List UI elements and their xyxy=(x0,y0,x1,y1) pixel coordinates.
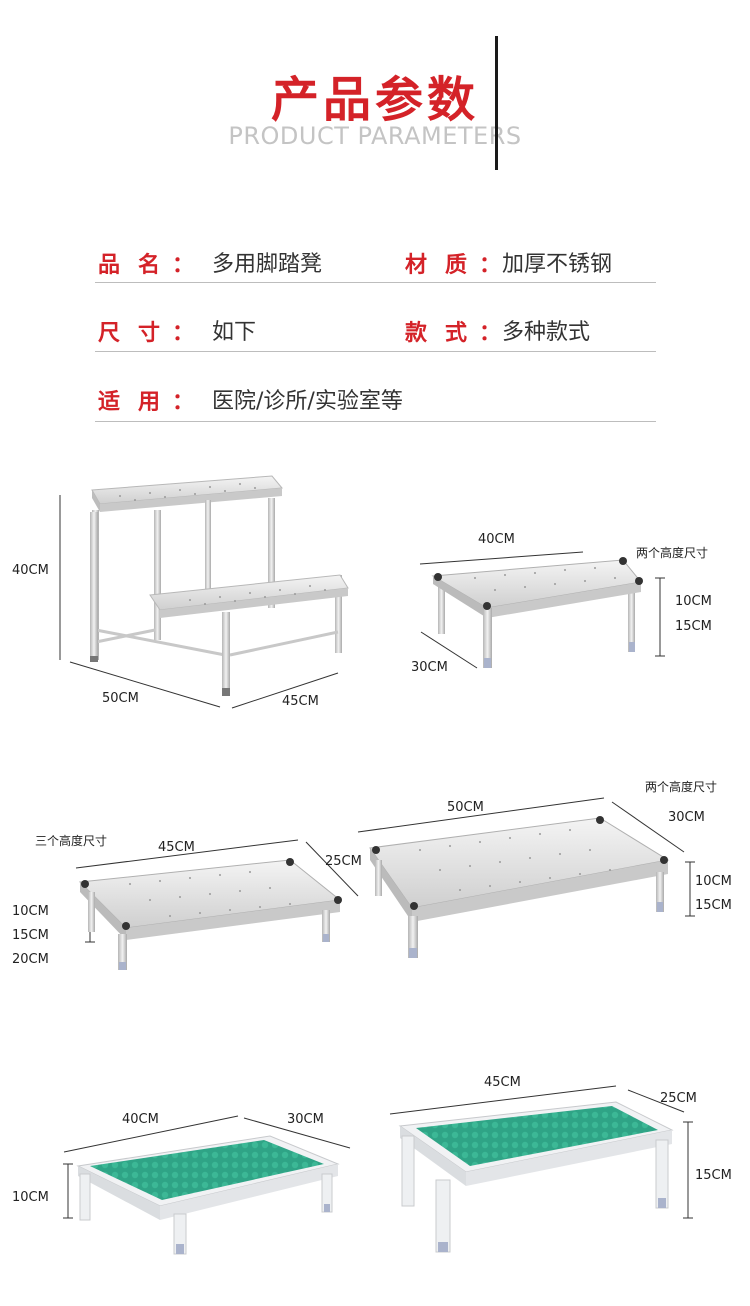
p1-depth-label: 45CM xyxy=(282,694,319,709)
p6-width-label: 45CM xyxy=(484,1075,521,1090)
p4-height-15-label: 15CM xyxy=(695,898,732,913)
p5-depth-label: 30CM xyxy=(287,1112,324,1127)
param-size-label: 尺寸 xyxy=(98,320,179,346)
p3-depth-label: 25CM xyxy=(325,854,362,869)
p4-height-options-note: 两个高度尺寸 xyxy=(645,780,718,794)
param-divider xyxy=(95,421,656,422)
product-green-mat-stool-40x30-image xyxy=(63,1115,351,1255)
p3-height-10-label: 10CM xyxy=(12,904,49,919)
p3-height-options-note: 三个高度尺寸 xyxy=(35,834,108,848)
p4-height-10-label: 10CM xyxy=(695,874,732,889)
param-style-colon: ： xyxy=(479,320,502,346)
param-style-value: 多种款式 xyxy=(502,320,591,345)
p2-height-options-note: 两个高度尺寸 xyxy=(636,546,709,560)
p1-height-label: 40CM xyxy=(12,563,49,578)
page-subtitle: PRODUCT PARAMETERS xyxy=(228,122,522,150)
param-name-label: 品名 xyxy=(98,252,179,278)
param-material-label: 材质 xyxy=(405,252,486,278)
param-material-colon: ： xyxy=(479,252,502,278)
param-name-colon: ： xyxy=(172,252,195,278)
p3-height-15-label: 15CM xyxy=(12,928,49,943)
p5-height-10-label: 10CM xyxy=(12,1190,49,1205)
p3-width-label: 45CM xyxy=(158,840,195,855)
param-divider xyxy=(95,351,656,352)
product-two-step-stool-image xyxy=(59,475,349,709)
p2-height-15-label: 15CM xyxy=(675,619,712,634)
product-green-mat-stool-45x25-image xyxy=(389,1085,693,1253)
p1-width-label: 50CM xyxy=(102,691,139,706)
p2-width-label: 40CM xyxy=(478,532,515,547)
param-name-value: 多用脚踏凳 xyxy=(212,252,323,277)
p4-depth-label: 30CM xyxy=(668,810,705,825)
p2-height-10-label: 10CM xyxy=(675,594,712,609)
param-material-value: 加厚不锈钢 xyxy=(502,252,613,277)
title-divider-bar xyxy=(495,36,498,170)
param-size-value: 如下 xyxy=(212,320,257,345)
p3-height-20-label: 20CM xyxy=(12,952,49,967)
param-use-value: 医院/诊所/实验室等 xyxy=(212,389,403,414)
p5-width-label: 40CM xyxy=(122,1112,159,1127)
param-size-colon: ： xyxy=(172,320,195,346)
product-steel-stool-50x30-image xyxy=(357,797,695,958)
page-title: 产品参数 xyxy=(270,72,479,128)
param-style-label: 款式 xyxy=(405,320,486,346)
param-use-colon: ： xyxy=(172,389,195,415)
product-steel-stool-40x30-image xyxy=(419,551,665,669)
p6-height-15-label: 15CM xyxy=(695,1168,732,1183)
param-divider xyxy=(95,282,656,283)
p2-depth-label: 30CM xyxy=(411,660,448,675)
p4-width-label: 50CM xyxy=(447,800,484,815)
product-steel-stool-45x25-image xyxy=(75,839,359,970)
p6-depth-label: 25CM xyxy=(660,1091,697,1106)
param-use-label: 适用 xyxy=(98,389,179,415)
